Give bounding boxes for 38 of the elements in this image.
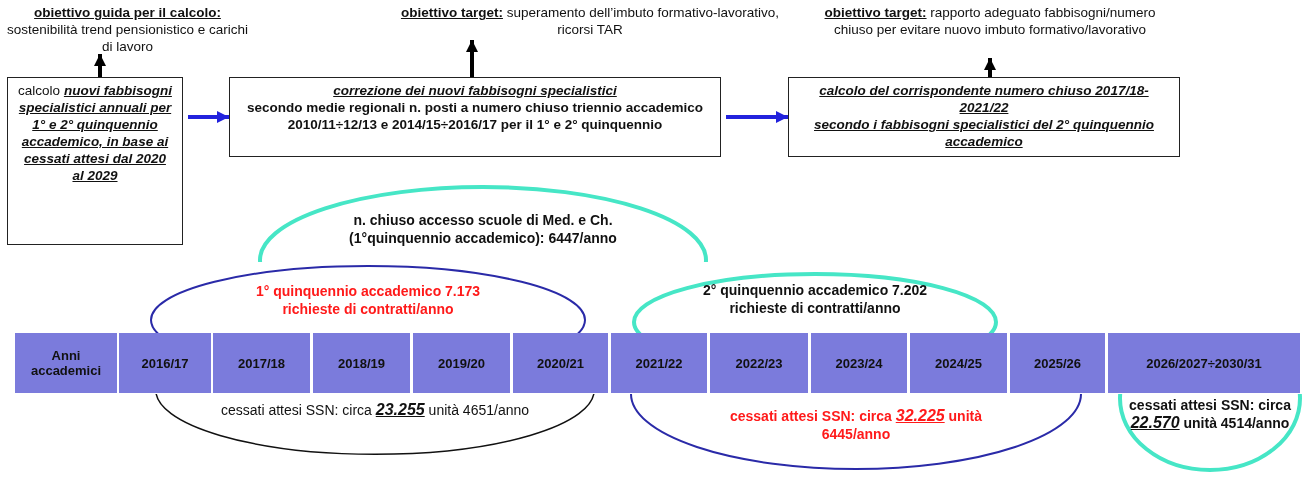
callout-text: cessati attesi SSN: circa 32.225 unità 6445/anno (728, 407, 983, 443)
box-text: correzione dei nuovi fabbisogni specialistici (332, 82, 618, 99)
academic-year-cell: 2016/17 (119, 333, 211, 393)
process-box (788, 77, 1180, 157)
callout-text: n. chiuso accesso scuole di Med. e Ch. (1°quinquennio accademico): 6447/anno (348, 211, 618, 247)
process-box (7, 77, 183, 245)
academic-year-cell: 2024/25 (910, 333, 1007, 393)
goal-text: obiettivo target: rapporto adeguato fabbisogni/numero chiuso per evitare nuovo imbuto formativo/lavorativo (823, 4, 1157, 38)
academic-year-cell: 2019/20 (413, 333, 510, 393)
arrow (94, 54, 106, 77)
arrow (188, 111, 229, 123)
academic-year-cell: 2021/22 (611, 333, 707, 393)
box-text: secondo i fabbisogni specialistici del 2° quinquennio accademico (813, 116, 1155, 150)
box-text: secondo medie regionali n. posti a numero chiuso triennio accademico 2010/11÷12/13 e 2014/15÷2016/17 per il 1° e 2° quinquennio (245, 99, 705, 133)
oval-callout (630, 394, 1082, 472)
arrow (726, 111, 788, 123)
academic-year-cell: 2025/26 (1010, 333, 1105, 393)
process-box (229, 77, 721, 157)
academic-year-cell: 2022/23 (710, 333, 808, 393)
academic-year-cell: 2023/24 (811, 333, 907, 393)
callout-text: cessati attesi SSN: circa 22.570 unità 4514/anno (1128, 396, 1292, 432)
arrow (466, 40, 478, 77)
goal-text: sostenibilità trend pensionistico e carichi di lavoro (6, 21, 249, 55)
callout-text: 1° quinquennio accademico 7.173 richieste di contratti/anno (254, 282, 482, 318)
oval-callout (155, 394, 595, 456)
box-text: calcolo nuovi fabbisogni specialistici annuali per 1° e 2° quinquennio accademico, in base ai cessati attesi dal 2020 al 2029 (18, 82, 172, 184)
callout-text: 2° quinquennio accademico 7.202 richieste di contratti/anno (701, 281, 929, 317)
goal-heading: obiettivo guida per il calcolo: (33, 4, 222, 21)
callout-text: cessati attesi SSN: circa 23.255 unità 4651/anno (220, 401, 530, 419)
academic-year-cell: 2018/19 (313, 333, 410, 393)
oval-callout (632, 272, 998, 333)
oval-callout (150, 265, 586, 333)
goal-text: obiettivo target: superamento dell’imbuto formativo-lavorativo, ricorsi TAR (399, 4, 781, 38)
academic-year-cell: 2020/21 (513, 333, 608, 393)
academic-year-cell: 2026/2027÷2030/31 (1108, 333, 1300, 393)
timeline-header: Anni accademici (15, 333, 117, 393)
arrow (984, 58, 996, 77)
academic-year-cell: 2017/18 (213, 333, 310, 393)
